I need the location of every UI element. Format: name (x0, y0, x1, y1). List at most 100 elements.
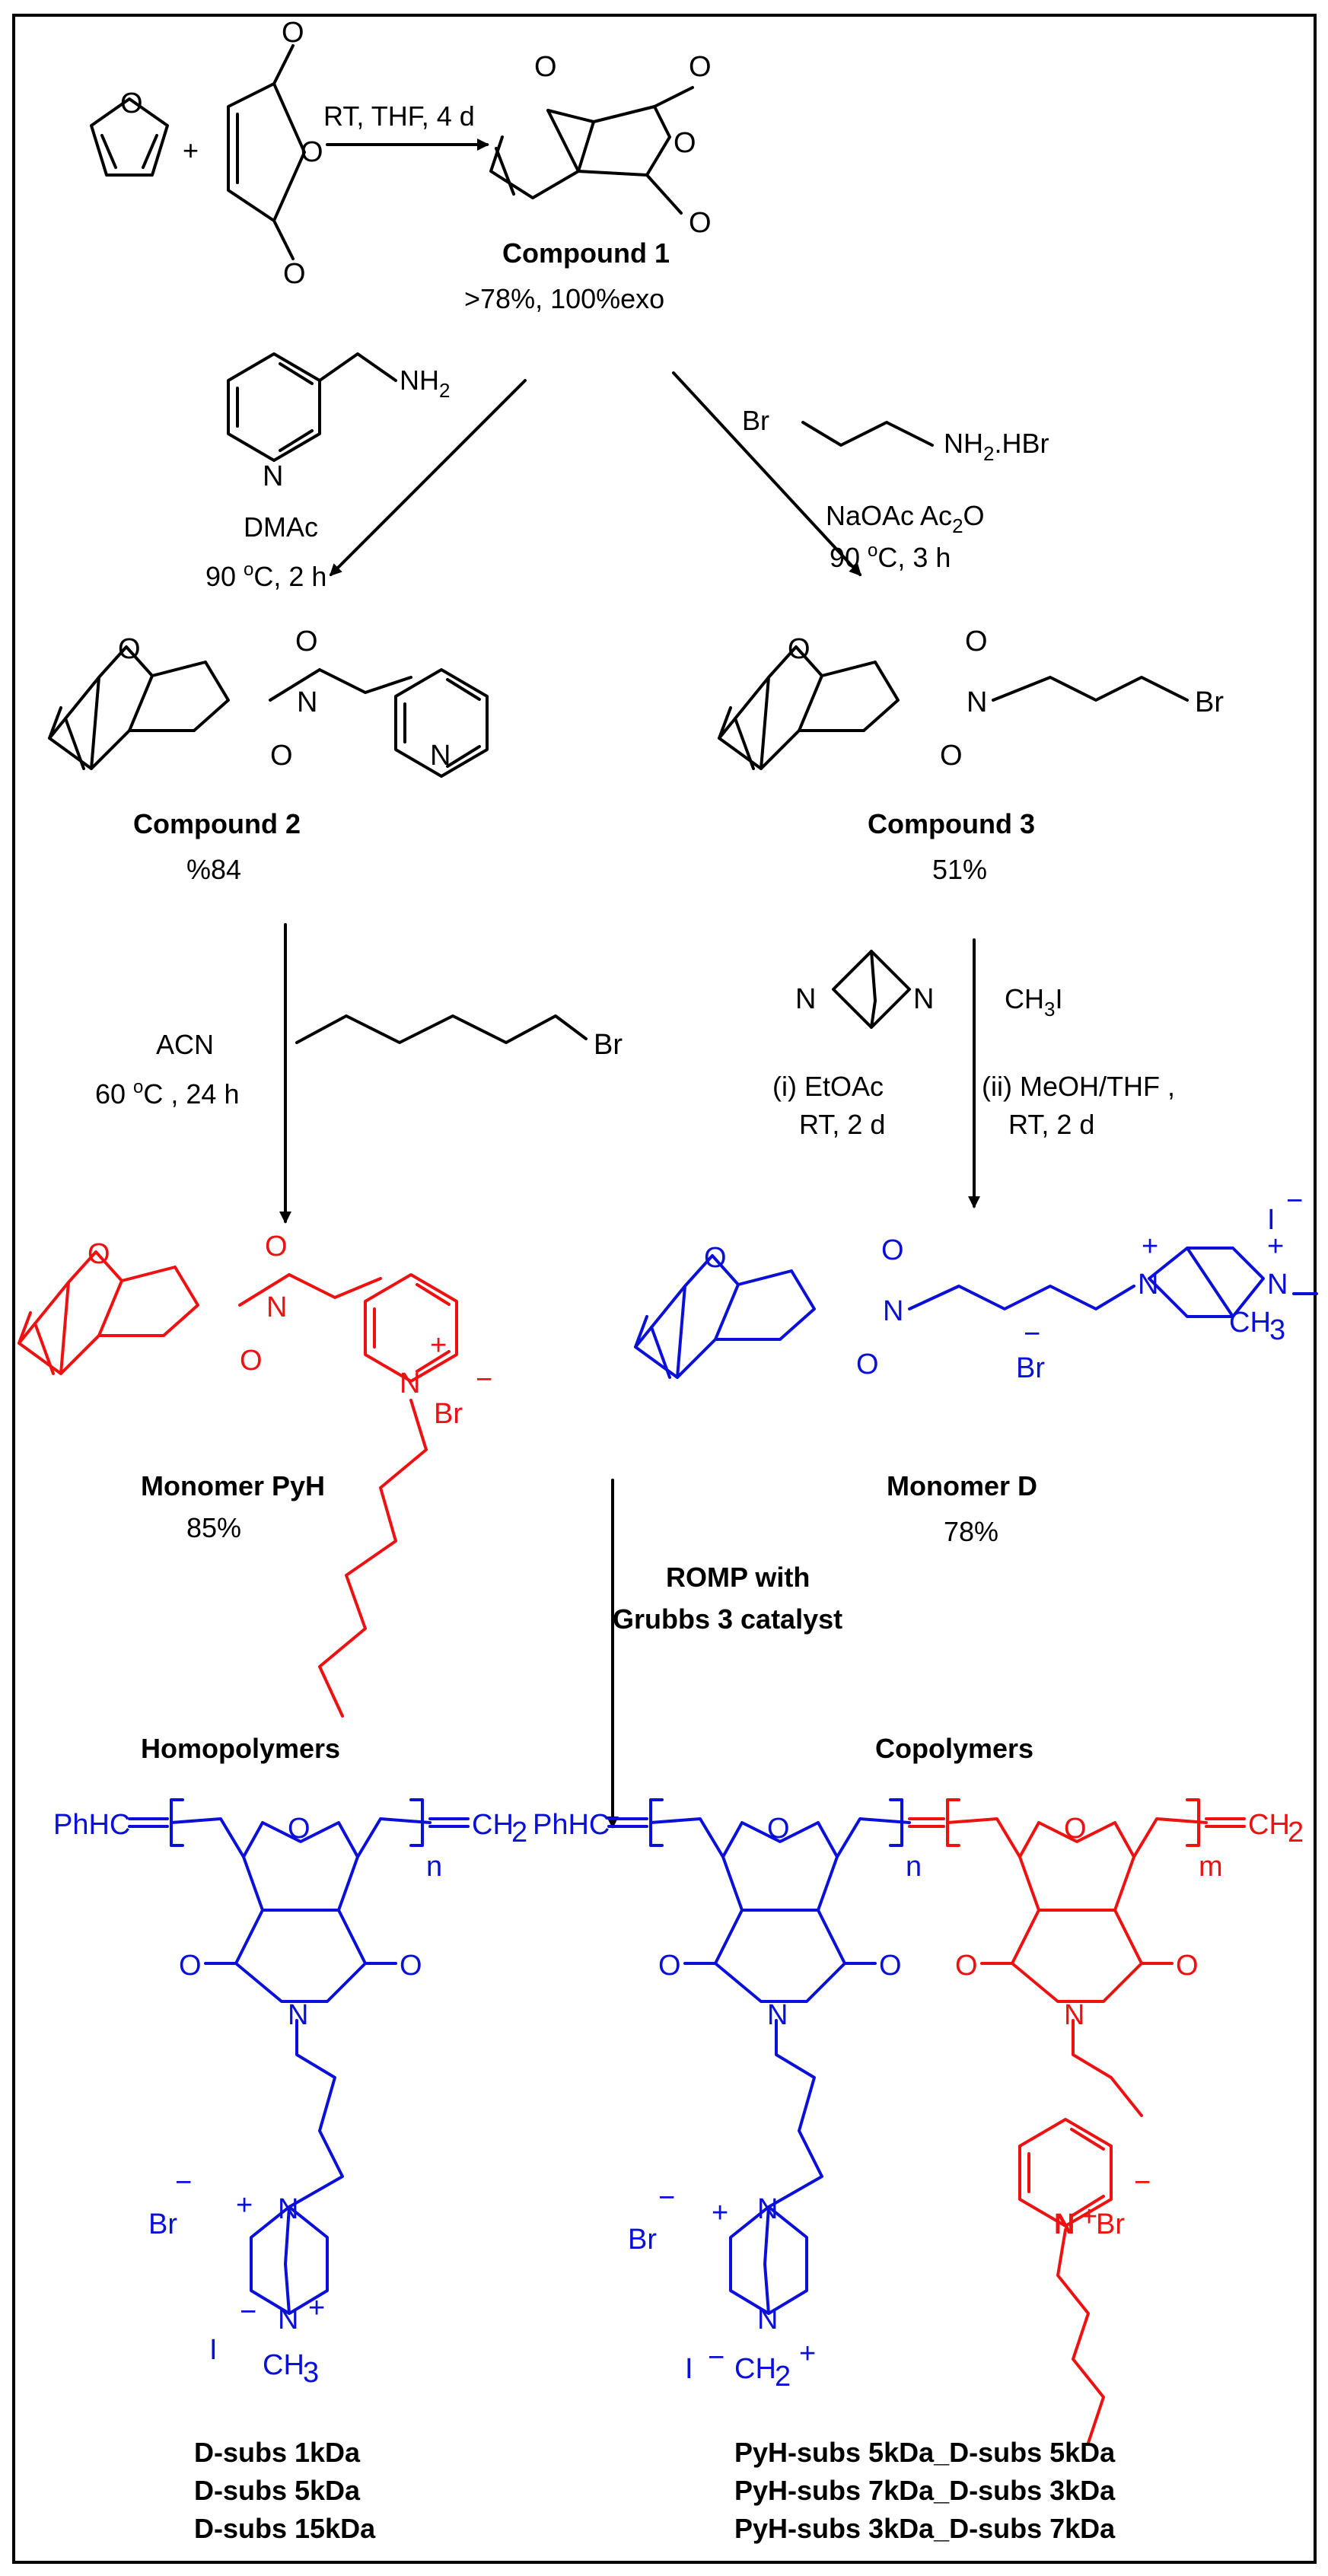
compound-3-bridge-o: O (788, 633, 810, 665)
compound-3-structure (718, 645, 1189, 770)
copolymer-pyh-ring-o: O (1064, 1813, 1087, 1845)
homopolymer-end-left: PhHC (53, 1809, 130, 1841)
homopolymer-ring-o: O (288, 1813, 311, 1845)
compound-3-br: Br (1195, 686, 1224, 718)
monomer-d-methyl-sub: 3 (1269, 1314, 1285, 1346)
monomer-d-n2-plus: + (1267, 1231, 1284, 1263)
dabco-reagent-structure (832, 950, 911, 1029)
copolymer-d-methyl-plus: + (799, 2338, 816, 2370)
compound-2-bridge-o: O (118, 633, 141, 665)
homopolymer-sample-3: D-subs 15kDa (194, 2513, 376, 2544)
reagent-3-amine: NH2.HBr (944, 428, 1049, 465)
reaction-2-solvent: DMAc (244, 511, 318, 543)
homopolymer-br: Br (148, 2208, 177, 2240)
monomer-d-n2: N (1267, 1269, 1288, 1301)
copolymer-pyh-br-minus: − (1134, 2167, 1151, 2199)
compound-1-yield: >78%, 100%exo (464, 283, 664, 314)
homopolymers-title: Homopolymers (141, 1733, 340, 1764)
anhydride-o2: O (301, 136, 323, 168)
copolymer-d-br-minus: − (658, 2182, 675, 2214)
copolymer-d-methyl: CH (734, 2353, 776, 2385)
homopolymer-methyl: CH (263, 2349, 304, 2381)
copolymers-title: Copolymers (875, 1733, 1033, 1764)
monomer-pyh-o-top: O (265, 1231, 288, 1263)
reaction-4-solvent: ACN (156, 1029, 214, 1060)
monomer-d-o-bottom: O (856, 1348, 879, 1380)
aminomethylpyridine-structure (227, 352, 397, 462)
copolymer-sample-3: PyH-subs 3kDa_D-subs 7kDa (734, 2513, 1116, 2544)
reagent-3-br: Br (742, 405, 769, 436)
copolymer-d-o-right: O (879, 1950, 902, 1982)
bromohexane-structure (295, 1014, 588, 1044)
monomer-d-iodide: I (1267, 1204, 1275, 1236)
reaction-5-step-ii: (ii) MeOH/THF , (982, 1071, 1175, 1102)
monomer-pyh-n-plus: + (430, 1329, 447, 1361)
compound-1-name: Compound 1 (502, 237, 670, 269)
compound-1-o-ring: O (674, 127, 696, 159)
compound-1-structure (489, 86, 694, 215)
homopolymer-br-minus: − (175, 2167, 192, 2199)
homopolymer-imide-n: N (288, 1999, 308, 2031)
homopolymer-iodide-minus: − (240, 2296, 256, 2328)
copolymer-sample-2: PyH-subs 7kDa_D-subs 3kDa (734, 2475, 1116, 2506)
copolymer-pyridinium-n: N (1054, 2208, 1075, 2240)
homopolymer-methyl-sub: 3 (303, 2357, 319, 2389)
copolymer-pyridinium-plus: + (1081, 2201, 1097, 2233)
homopolymer-o-left: O (179, 1950, 202, 1982)
copolymer-d-o-left: O (658, 1950, 681, 1982)
monomer-pyh-name: Monomer PyH (141, 1470, 325, 1501)
arrow-reaction-3 (672, 371, 862, 577)
copolymer-pyh-imide-n: N (1064, 1999, 1084, 2031)
copolymer-pyh-br: Br (1096, 2208, 1125, 2240)
copolymer-d-block-structure (607, 1798, 911, 2315)
monomer-d-methyl: CH (1229, 1307, 1271, 1339)
compound-2-yield: %84 (186, 854, 241, 885)
copolymer-d-n-bottom: N (757, 2304, 778, 2336)
copolymer-d-n-top: N (757, 2193, 778, 2225)
anhydride-o3: O (283, 258, 306, 290)
compound-3-name: Compound 3 (868, 808, 1035, 839)
scheme-frame (12, 14, 1317, 2564)
monomer-pyh-o-bottom: O (240, 1345, 263, 1377)
monomer-pyh-br: Br (434, 1398, 463, 1430)
monomer-pyh-yield: 85% (186, 1512, 241, 1543)
monomer-d-n1-plus: + (1142, 1231, 1158, 1263)
monomer-d-o-top: O (881, 1234, 904, 1266)
homopolymer-structure (128, 1798, 470, 2315)
monomer-d-n1: N (1138, 1269, 1158, 1301)
reaction-5-step-i-cond: RT, 2 d (799, 1109, 885, 1140)
homopolymer-sample-1: D-subs 1kDa (194, 2437, 361, 2468)
compound-2-o-top: O (295, 626, 318, 658)
copolymer-repeat-n: n (906, 1851, 922, 1883)
reaction-1-conditions: RT, THF, 4 d (323, 100, 475, 132)
compound-3-imide-n: N (967, 686, 987, 718)
maleic-anhydride-structure (227, 44, 306, 260)
bromohexane-br: Br (594, 1029, 623, 1061)
copolymer-d-br: Br (628, 2224, 657, 2256)
romp-label-1: ROMP with (666, 1562, 810, 1593)
romp-label-2: Grubbs 3 catalyst (613, 1603, 842, 1635)
monomer-pyh-br-minus: − (476, 1364, 492, 1396)
compound-2-name: Compound 2 (133, 808, 301, 839)
copolymer-pyh-o-left: O (955, 1950, 978, 1982)
monomer-d-imide-n: N (883, 1295, 903, 1327)
compound-3-o-top: O (965, 626, 988, 658)
copolymer-d-n-top-plus: + (712, 2197, 728, 2229)
copolymer-repeat-m: m (1199, 1851, 1223, 1883)
copolymer-end-right: CH (1248, 1809, 1290, 1841)
bromopropylamine-structure (801, 421, 934, 447)
pyridine-reagent-n: N (263, 460, 283, 492)
monomer-pyh-imide-n: N (266, 1291, 287, 1323)
compound-1-o-bottom: O (689, 207, 712, 239)
compound-2-imide-n: N (297, 686, 317, 718)
monomer-d-bridge-o: O (704, 1242, 727, 1274)
dabco-n-left: N (795, 983, 816, 1015)
copolymer-end-left: PhHC (533, 1809, 610, 1841)
arrow-reaction-2 (329, 379, 527, 577)
compound-3-yield: 51% (932, 854, 987, 885)
monomer-d-bromide-minus: − (1024, 1318, 1040, 1350)
compound-2-pyridine-n: N (430, 740, 451, 772)
monomer-d-iodide-minus: − (1286, 1185, 1303, 1217)
monomer-d-bromide: Br (1016, 1352, 1045, 1384)
